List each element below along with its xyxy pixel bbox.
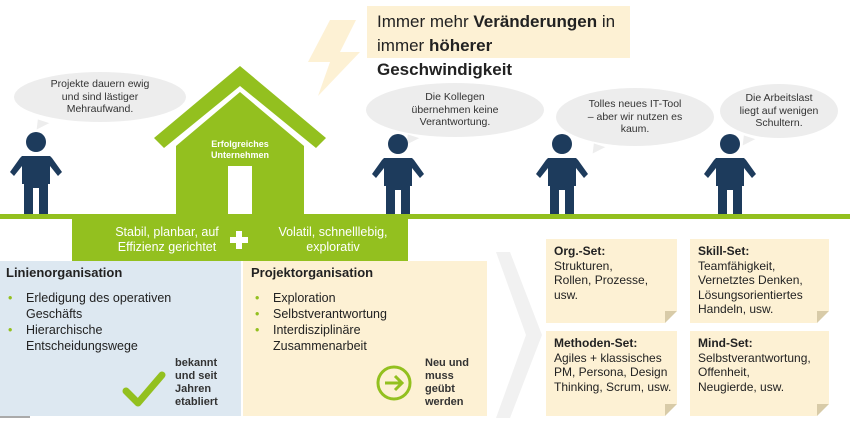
green-bar: Stabil, planbar, auf Effizienz gerichtet… <box>72 219 408 261</box>
chevron-right-icon <box>496 252 542 418</box>
ground-line <box>0 214 850 219</box>
panel-title: Linienorganisation <box>6 265 123 280</box>
lightning-icon <box>308 20 360 96</box>
list-item: Interdisziplinäre Zusammenarbeit <box>251 322 431 354</box>
corner-fold <box>665 311 677 323</box>
linienorganisation-panel: Linienorganisation Erledigung des operat… <box>0 261 241 416</box>
corner-fold <box>817 404 829 416</box>
linien-note: bekannt und seit Jahren etabliert <box>175 357 218 408</box>
speech-bubble-2: Die Kollegen übernehmen keine Verantwort… <box>366 83 544 137</box>
green-bar-right-text: Volatil, schnelllebig, explorativ <box>278 225 388 254</box>
house-label: Erfolgreiches Unternehmen <box>210 139 269 160</box>
bullet-list: Exploration Selbstverantwortung Interdis… <box>251 290 431 354</box>
person-icon <box>704 134 756 218</box>
list-item: Selbstverantwortung <box>251 306 431 322</box>
headline-line-1: Immer mehr Veränderungen in <box>377 12 616 31</box>
projektorganisation-panel: Projektorganisation Exploration Selbstve… <box>243 261 487 416</box>
green-bar-left-text: Stabil, planbar, auf Effizienz gerichtet <box>115 225 219 254</box>
speech-bubble-3: Tolles neues IT-Tool – aber wir nutzen e… <box>556 88 714 146</box>
divider <box>0 416 30 418</box>
card-methoden-set: Methoden-Set: Agiles + klassisches PM, P… <box>546 331 677 416</box>
person-icon <box>10 132 62 216</box>
card-mind-set: Mind-Set: Selbstverantwortung, Offenheit… <box>690 331 829 416</box>
checkmark-icon <box>122 371 166 407</box>
person-icon <box>536 134 588 218</box>
list-item: Hierarchische Entscheidungswege <box>4 322 204 354</box>
speech-bubble-4: Die Arbeitslast liegt auf wenigen Schult… <box>720 84 838 138</box>
house-icon <box>154 66 326 220</box>
plus-icon <box>230 231 248 249</box>
card-org-set: Org.-Set: Strukturen, Rollen, Prozesse, … <box>546 239 677 323</box>
list-item: Exploration <box>251 290 431 306</box>
card-skill-set: Skill-Set: Teamfähigkeit, Vernetztes Den… <box>690 239 829 323</box>
corner-fold <box>817 311 829 323</box>
headline-line-2: immer höherer Geschwindigkeit <box>377 36 513 79</box>
projekt-note: Neu und muss geübt werden <box>425 357 469 408</box>
person-icon <box>372 134 424 218</box>
corner-fold <box>665 404 677 416</box>
list-item: Erledigung des operativen Geschäfts <box>4 290 204 322</box>
bullet-list: Erledigung des operativen Geschäfts Hier… <box>4 290 204 354</box>
speech-bubble-1: Projekte dauern ewig und sind lästiger M… <box>14 72 186 122</box>
panel-title: Projektorganisation <box>251 265 374 280</box>
arrow-right-circle-icon <box>376 365 412 401</box>
headline-box: Immer mehr Veränderungen in immer höhere… <box>367 6 630 79</box>
